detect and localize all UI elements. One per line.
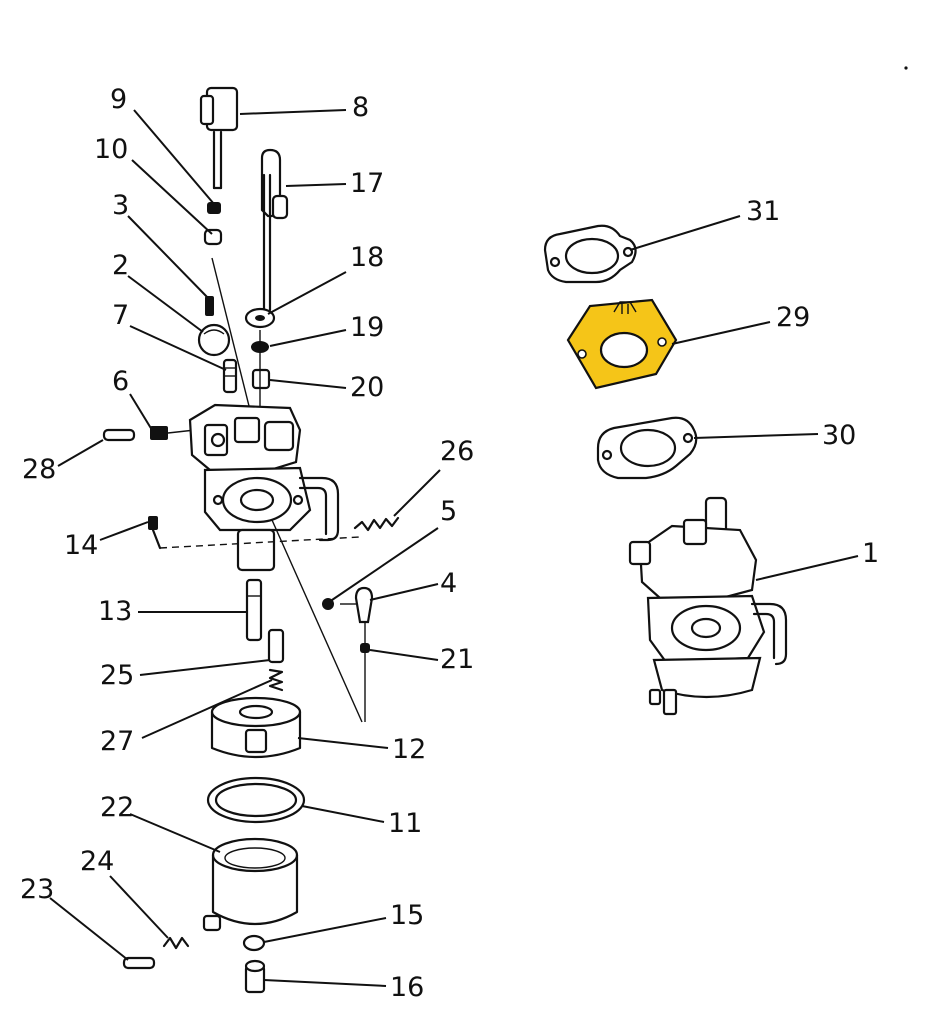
part-number-labels: 9 10 3 2 7 6 28 14 13 25 27 22 24 23 8 1… [20,84,879,1003]
label-part-20[interactable]: 20 [350,372,384,403]
part-30-shape[interactable] [596,416,698,480]
label-part-25[interactable]: 25 [100,660,134,691]
label-part-6[interactable]: 6 [112,366,129,397]
part-24-shape[interactable] [162,936,190,950]
label-part-27[interactable]: 27 [100,726,134,757]
label-part-22[interactable]: 22 [100,792,134,823]
part-20-shape[interactable] [251,368,271,390]
part-31-shape[interactable] [543,224,637,284]
part-11-shape[interactable] [206,776,306,824]
part-27-shape[interactable] [268,668,284,692]
label-part-16[interactable]: 16 [390,972,424,1003]
part-5-shape[interactable] [322,598,334,610]
part-23-shape[interactable] [122,956,156,970]
label-part-14[interactable]: 14 [64,530,98,561]
label-part-18[interactable]: 18 [350,242,384,273]
label-part-1[interactable]: 1 [862,538,879,569]
label-part-15[interactable]: 15 [390,900,424,931]
part-16-shape[interactable] [244,959,266,994]
part-4-shape[interactable] [340,586,374,624]
part-21-shape[interactable] [360,643,370,653]
part-10-shape[interactable] [203,228,223,246]
label-part-9[interactable]: 9 [110,84,127,115]
label-part-11[interactable]: 11 [388,808,422,839]
label-part-5[interactable]: 5 [440,496,457,527]
label-part-13[interactable]: 13 [98,596,132,627]
label-part-29[interactable]: 29 [776,302,810,333]
label-part-3[interactable]: 3 [112,190,129,221]
part-1-shape[interactable] [628,496,788,716]
part-28-shape[interactable] [102,428,136,442]
part-13-shape[interactable] [245,578,263,642]
part-29-shape[interactable] [566,298,678,390]
label-part-19[interactable]: 19 [350,312,384,343]
part-18-shape[interactable] [244,307,276,329]
label-part-8[interactable]: 8 [352,92,369,123]
part-2-shape[interactable] [197,323,231,357]
leader-lines [49,109,859,987]
part-8-shape[interactable] [199,86,239,190]
label-part-21[interactable]: 21 [440,644,474,675]
part-12-shape[interactable] [210,696,302,759]
part-3-shape[interactable] [205,296,214,316]
label-part-12[interactable]: 12 [392,734,426,765]
label-part-2[interactable]: 2 [112,250,129,281]
carburetor-body[interactable] [188,403,340,572]
label-part-23[interactable]: 23 [20,874,54,905]
part-14-shape[interactable] [148,516,162,550]
label-part-4[interactable]: 4 [440,568,457,599]
label-part-17[interactable]: 17 [350,168,384,199]
label-part-31[interactable]: 31 [746,196,780,227]
part-9-shape[interactable] [207,202,221,214]
part-26-shape[interactable] [353,516,400,532]
label-part-26[interactable]: 26 [440,436,474,467]
label-part-30[interactable]: 30 [822,420,856,451]
part-17-shape[interactable] [260,148,289,312]
label-part-10[interactable]: 10 [94,134,128,165]
part-7-shape[interactable] [222,358,238,394]
part-6-shape[interactable] [150,426,168,440]
label-part-28[interactable]: 28 [22,454,56,485]
label-part-7[interactable]: 7 [112,300,129,331]
part-25-shape[interactable] [267,628,285,664]
part-15-shape[interactable] [242,934,266,952]
label-part-24[interactable]: 24 [80,846,114,877]
part-22-shape[interactable] [211,837,299,926]
